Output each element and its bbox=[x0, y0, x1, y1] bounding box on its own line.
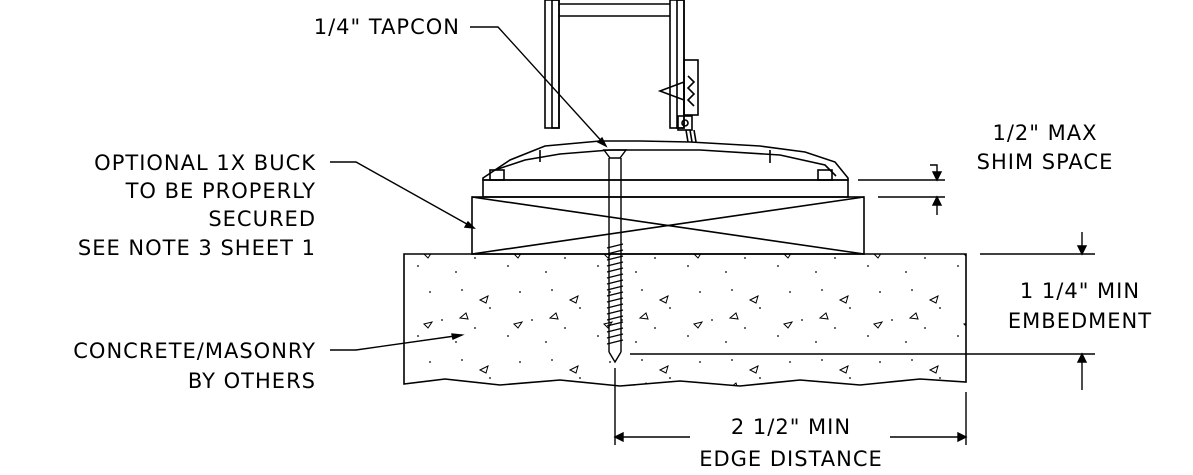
wood-buck bbox=[471, 196, 865, 255]
buck-label-line-3: SECURED bbox=[208, 207, 316, 231]
edge-label-line-1: 2 1/2" MIN bbox=[731, 415, 851, 439]
embedment-label-line-1: 1 1/4" MIN bbox=[1020, 279, 1140, 303]
shim-line bbox=[482, 179, 849, 198]
dimension-lines bbox=[613, 164, 1095, 445]
buck-label-line-4: SEE NOTE 3 SHEET 1 bbox=[78, 236, 316, 260]
shim-label-line-2: SHIM SPACE bbox=[977, 150, 1114, 174]
concrete-label-line-1: CONCRETE/MASONRY bbox=[73, 339, 316, 363]
edge-label-line-2: EDGE DISTANCE bbox=[699, 447, 883, 471]
tapcon-label: 1/4" TAPCON bbox=[314, 15, 460, 39]
concrete-substrate bbox=[403, 253, 967, 387]
concrete-label-line-2: BY OTHERS bbox=[188, 369, 316, 393]
buck-label-line-1: OPTIONAL 1X BUCK bbox=[94, 151, 316, 175]
buck-label-line-2: TO BE PROPERLY bbox=[125, 179, 316, 203]
tapcon-screw bbox=[602, 149, 628, 364]
window-sill bbox=[482, 140, 849, 181]
shim-label-line-1: 1/2" MAX bbox=[992, 121, 1097, 145]
leader-lines bbox=[330, 26, 608, 351]
embedment-label-line-2: EMBEDMENT bbox=[1008, 309, 1152, 333]
window-frame bbox=[544, 0, 699, 143]
